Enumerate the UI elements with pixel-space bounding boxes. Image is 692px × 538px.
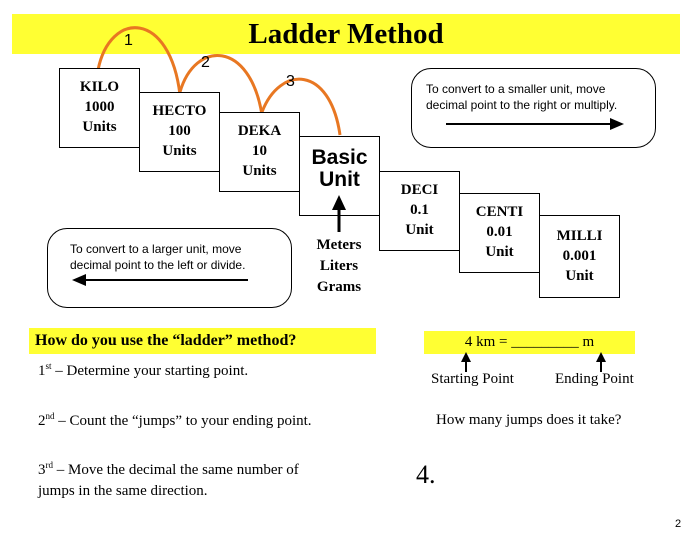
note-line: decimal point to the left or divide. xyxy=(70,258,246,272)
ordinal: 3 xyxy=(38,462,46,478)
jump-number-1: 1 xyxy=(124,32,133,49)
step-unit: Unit xyxy=(319,168,360,191)
instruction-text: – Determine your starting point. xyxy=(51,363,249,379)
arrow-left-icon xyxy=(72,274,248,286)
arrow-up-icon xyxy=(596,352,606,362)
step-label: Basic xyxy=(311,146,368,169)
jump-arc-2 xyxy=(178,54,264,116)
base-unit-grams: Grams xyxy=(316,279,362,295)
page-number: 2 xyxy=(675,518,682,530)
step-label: CENTI xyxy=(475,204,524,220)
page-title: Ladder Method xyxy=(248,18,444,50)
note-line: To convert to a larger unit, move xyxy=(70,242,242,256)
example-expression: 4 km = _________ m xyxy=(464,334,595,350)
step-label: DEKA xyxy=(237,123,282,139)
ordinal-suffix: st xyxy=(45,361,52,371)
jump-number-3: 3 xyxy=(286,73,295,90)
step-factor: 0.01 xyxy=(486,224,513,240)
step-unit: Unit xyxy=(485,244,514,260)
base-units-list: Meters Liters Grams xyxy=(308,235,370,298)
step-factor: 0.1 xyxy=(410,202,429,218)
step-deka: DEKA 10 Units xyxy=(219,112,300,192)
step-unit: Units xyxy=(242,163,277,179)
note-line: decimal point to the right or multiply. xyxy=(426,98,618,112)
step-unit: Unit xyxy=(565,268,594,284)
note-line: To convert to a smaller unit, move xyxy=(426,82,606,96)
arrow-right-icon xyxy=(446,118,624,130)
base-unit-meters: Meters xyxy=(316,237,362,253)
note-larger-unit: To convert to a larger unit, move decima… xyxy=(47,228,292,308)
jump-number-2: 2 xyxy=(201,54,210,71)
step-milli: MILLI 0.001 Unit xyxy=(539,215,620,298)
step-label: MILLI xyxy=(556,228,603,244)
arrow-up-icon xyxy=(461,352,471,362)
instruction-2: 2nd – Count the “jumps” to your ending p… xyxy=(38,411,312,432)
starting-point-label: Starting Point xyxy=(431,371,514,387)
step-label: DECI xyxy=(400,182,439,198)
question-heading: How do you use the “ladder” method? xyxy=(35,332,297,349)
step-unit: Units xyxy=(162,143,197,159)
instruction-text-continued: jumps in the same direction. xyxy=(38,483,208,499)
jumps-answer: 4. xyxy=(416,460,436,489)
instruction-1: 1st – Determine your starting point. xyxy=(38,361,248,382)
ending-point-label: Ending Point xyxy=(555,371,634,387)
step-label: HECTO xyxy=(152,103,207,119)
step-unit: Units xyxy=(82,119,117,135)
ordinal-suffix: nd xyxy=(45,411,55,421)
example-highlight xyxy=(424,331,635,354)
step-deci: DECI 0.1 Unit xyxy=(379,171,460,251)
step-unit: Unit xyxy=(405,222,434,238)
question-highlight xyxy=(29,328,376,354)
instruction-text: – Count the “jumps” to your ending point… xyxy=(54,413,312,429)
step-factor: 0.001 xyxy=(562,248,597,264)
step-factor: 100 xyxy=(168,123,191,139)
instruction-3: 3rd – Move the decimal the same number o… xyxy=(38,460,299,502)
step-centi: CENTI 0.01 Unit xyxy=(459,193,540,273)
ordinal: 1 xyxy=(38,363,46,379)
ordinal: 2 xyxy=(38,413,46,429)
ordinal-suffix: rd xyxy=(45,460,54,470)
step-factor: 10 xyxy=(252,143,267,159)
jumps-question: How many jumps does it take? xyxy=(436,412,622,428)
note-smaller-unit: To convert to a smaller unit, move decim… xyxy=(411,68,656,148)
title-highlight xyxy=(12,14,680,54)
step-factor: 1000 xyxy=(84,99,115,115)
jump-arc-1 xyxy=(96,26,182,96)
step-label: KILO xyxy=(79,79,120,95)
instruction-text: – Move the decimal the same number of xyxy=(53,462,299,478)
jump-arc-3 xyxy=(260,77,342,136)
base-unit-liters: Liters xyxy=(319,258,359,274)
